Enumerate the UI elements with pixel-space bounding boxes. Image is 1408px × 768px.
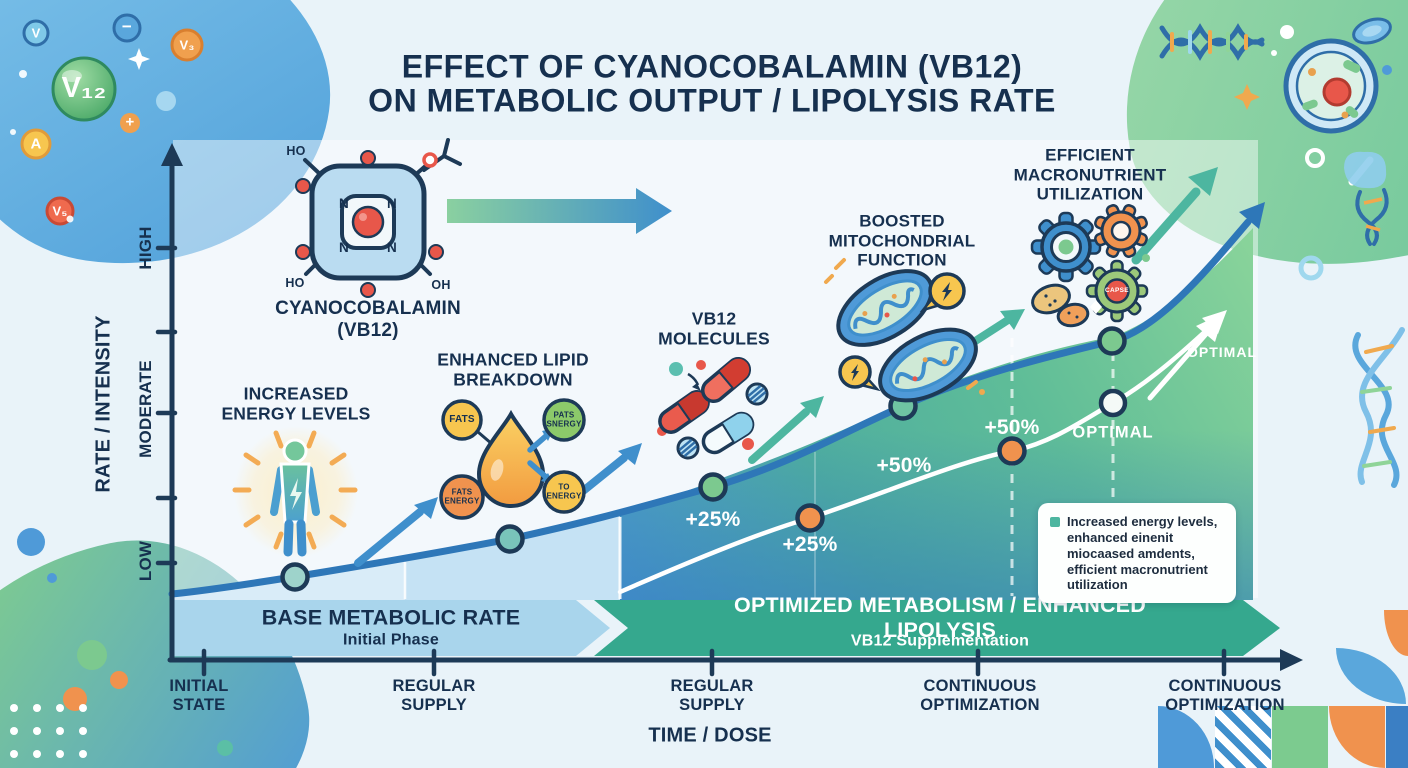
annotation-plus25-curve: +25% xyxy=(685,507,741,531)
potatoes-icon xyxy=(1031,283,1090,328)
ring-dot xyxy=(1305,148,1325,168)
section-macro-label: EFFICIENT MACRONUTRIENT UTILIZATION xyxy=(1013,145,1167,204)
lipid-droplet-icon xyxy=(439,398,586,520)
optimal-arrow xyxy=(1147,331,1209,401)
sparkle-orange-icon xyxy=(1234,84,1260,110)
badge-minus: − xyxy=(121,17,133,37)
info-bullet-icon xyxy=(1050,517,1060,527)
section-lipid-label: ENHANCED LIPID BREAKDOWN xyxy=(437,349,589,390)
badge-plus: + xyxy=(125,113,135,131)
cell-icon xyxy=(1283,38,1379,134)
atom-ho-bottom: HO xyxy=(285,275,305,290)
bubble-to-energy: TO ENERGY xyxy=(546,482,582,501)
bottom-left-decor xyxy=(10,528,233,758)
green-dot-decor xyxy=(1142,254,1150,262)
x-tick-regular-supply-2: REGULAR SUPPLY xyxy=(670,676,754,714)
gear-capse-label: CAPSE xyxy=(1105,287,1129,295)
annotation-optimal-arrow: OPTIMAL xyxy=(1187,343,1257,360)
x-axis-title: TIME / DOSE xyxy=(648,724,772,747)
white-dot xyxy=(1280,25,1294,39)
molecule-arrow xyxy=(447,188,672,234)
page-title-line1: EFFECT OF CYANOCOBALAMIN (VB12) xyxy=(401,48,1023,85)
x-tick-regular-supply-1: REGULAR SUPPLY xyxy=(392,676,476,714)
y-axis-title: RATE / INTENSITY xyxy=(92,315,115,493)
mosaic-green-square xyxy=(1272,706,1328,768)
macronutrient-gears-icon xyxy=(1030,204,1150,328)
atom-n4: N xyxy=(387,240,397,256)
dna-horizontal-icon xyxy=(1159,23,1265,61)
fill-band-early xyxy=(405,516,620,600)
molecule-subtitle: (VB12) xyxy=(337,319,399,341)
teal-arrowhead xyxy=(1188,167,1218,196)
axes xyxy=(155,152,1289,677)
banner-right-title: OPTIMIZED METABOLISM / ENHANCED LIPOLYSI… xyxy=(734,593,1146,642)
x-tick-continuous-1: CONTINUOUS OPTIMIZATION xyxy=(920,676,1040,714)
atom-n2: N xyxy=(387,196,397,212)
y-tick-low: LOW xyxy=(136,540,156,582)
cyanocobalamin-structure-icon xyxy=(295,138,462,298)
info-box-text: Increased energy levels, enhanced eineni… xyxy=(1067,514,1218,593)
badge-v5: V₅ xyxy=(52,203,68,219)
lightning-bubble-icon xyxy=(838,355,881,392)
annotation-optimal-point: OPTIMAL xyxy=(1072,423,1154,442)
section-vb12-label: VB12 MOLECULES xyxy=(658,308,770,349)
banner-left-title: BASE METABOLIC RATE xyxy=(261,605,521,630)
y-tick-high: HIGH xyxy=(136,226,156,270)
curve-data-points xyxy=(280,326,1128,592)
annotation-plus50-point: +50% xyxy=(984,415,1040,439)
bean-icon xyxy=(1352,17,1392,45)
vitamin-badges-decor xyxy=(10,13,204,226)
energy-person-icon xyxy=(232,426,358,558)
small-blob-dna-icon xyxy=(1344,151,1389,246)
banner-left-subtitle: Initial Phase xyxy=(343,631,439,649)
x-tick-initial-state: INITIAL STATE xyxy=(169,676,229,714)
bubble-fats: FATS xyxy=(449,414,475,426)
badge-v3: V₃ xyxy=(179,37,195,53)
page-title-line2: ON METABOLIC OUTPUT / LIPOLYSIS RATE xyxy=(368,82,1056,119)
phase-banner-right xyxy=(594,600,1280,656)
metabolic-arrowhead xyxy=(1239,202,1265,229)
atom-n3: N xyxy=(339,240,349,256)
banner-right-subtitle: VB12 Supplementation xyxy=(850,632,1030,650)
diamond-decor xyxy=(1090,300,1102,314)
mosaic-stripes xyxy=(1215,706,1271,768)
teal-arrow xyxy=(1131,187,1201,265)
vb12-capsules-icon xyxy=(657,356,769,460)
badge-v12: V₁₂ xyxy=(61,72,107,105)
x-tick-continuous-2: CONTINUOUS OPTIMIZATION xyxy=(1165,676,1285,714)
x-axis-arrowhead xyxy=(1280,649,1303,671)
y-axis-arrowhead xyxy=(161,143,183,166)
annotation-plus25-point: +25% xyxy=(782,532,838,556)
mosaic-navy-strip xyxy=(1386,706,1408,768)
optimal-arrowhead xyxy=(1196,313,1224,342)
annotation-plus50-curve: +50% xyxy=(876,453,932,477)
atom-n1: N xyxy=(339,196,349,212)
white-dot xyxy=(1271,50,1277,56)
molecule-name: CYANOCOBALAMIN xyxy=(275,297,461,319)
lightning-bubble-icon xyxy=(919,272,966,313)
badge-v: V xyxy=(31,25,41,41)
blue-dot xyxy=(1382,65,1392,75)
dna-vertical-icon xyxy=(1298,255,1405,488)
bubble-fats-energy: FATS ENERGY xyxy=(444,487,480,506)
badge-a: A xyxy=(30,135,42,153)
section-energy-label: INCREASED ENERGY LEVELS xyxy=(221,383,371,424)
y-tick-moderate: MODERATE xyxy=(136,360,156,458)
bubble-pats-snergy: PATS SNERGY xyxy=(546,410,582,429)
phase-banner-left xyxy=(172,600,610,656)
mitochondria-icon xyxy=(824,258,985,403)
section-mito-label: BOOSTED MITOCHONDRIAL FUNCTION xyxy=(828,211,976,270)
benefits-info-box: Increased energy levels, enhanced eineni… xyxy=(1038,503,1236,604)
sparkle-icon xyxy=(128,48,150,70)
atom-ho-top: HO xyxy=(286,143,306,158)
lipolysis-curve xyxy=(617,324,1213,595)
atom-oh-bottom: OH xyxy=(431,277,451,292)
